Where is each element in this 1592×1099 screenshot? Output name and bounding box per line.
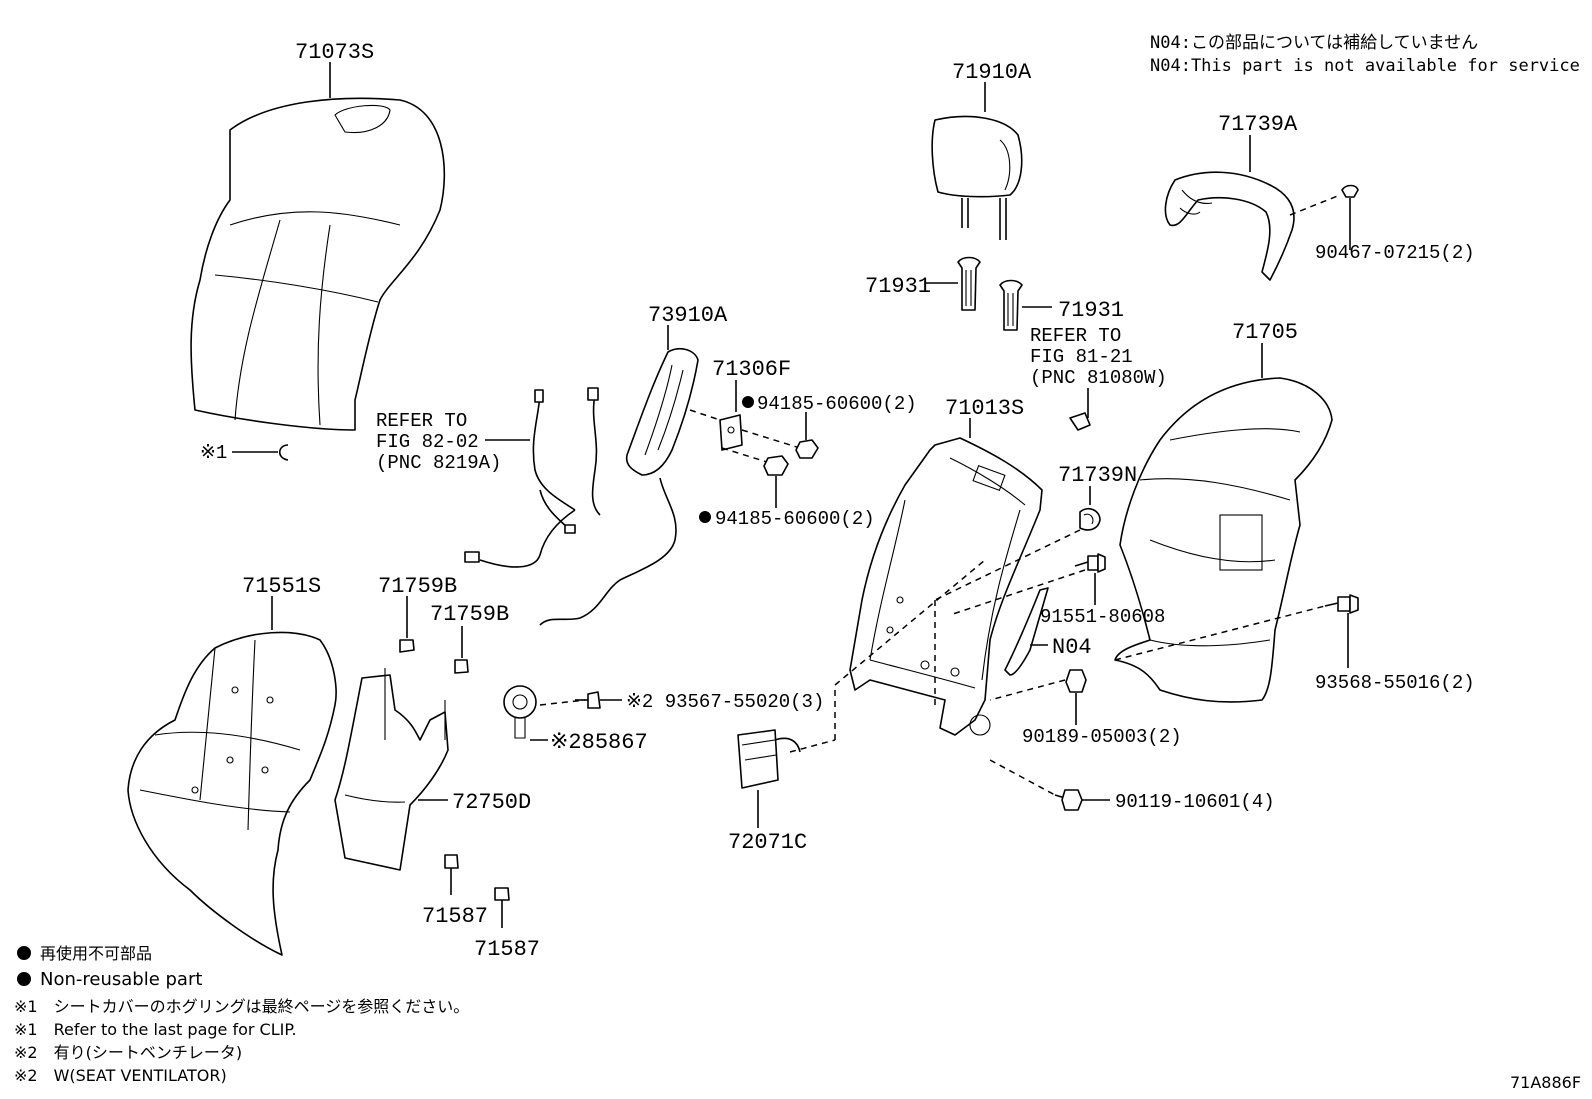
label-71587-left: 71587 — [422, 904, 488, 929]
hog-ring-clip-icon — [278, 444, 289, 461]
nonreusable-mark-upper — [742, 396, 754, 408]
bracket-71306F[interactable] — [719, 414, 743, 451]
nonreusable-mark-lower — [699, 511, 711, 523]
label-91551-80608: 91551-80608 — [1040, 606, 1165, 628]
label-72071C: 72071C — [728, 830, 807, 855]
label-71931-right: 71931 — [1058, 298, 1124, 323]
legend-note1-en: ※1 Refer to the last page for CLIP. — [14, 1020, 297, 1039]
label-73910A: 73910A — [648, 303, 728, 328]
label-clip-mark-1: ※1 — [200, 442, 227, 464]
label-90119-10601: 90119-10601(4) — [1115, 791, 1275, 813]
lumbar-motor-72071C[interactable] — [737, 729, 801, 789]
refer-fig82-line1: REFER TO — [376, 410, 467, 432]
label-71073S: 71073S — [295, 40, 374, 65]
legend-nonreusable-dot-en — [17, 972, 31, 986]
note-n04-jp: N04:この部品については補給していません — [1150, 33, 1478, 53]
label-72750D: 72750D — [452, 790, 531, 815]
legend-note2-en: ※2 W(SEAT VENTILATOR) — [14, 1066, 227, 1085]
label-93567-55020: ※2 93567-55020(3) — [626, 691, 824, 713]
refer-fig81-line3: (PNC 81080W) — [1030, 367, 1167, 389]
seatback-board-71705[interactable] — [1114, 377, 1333, 703]
label-71705: 71705 — [1232, 320, 1298, 345]
bolt-91551-80608[interactable] — [1074, 553, 1106, 573]
label-94185-60600-upper: 94185-60600(2) — [757, 393, 917, 415]
figure-id: 71A886F — [1510, 1073, 1581, 1092]
ventilator-fan-85867[interactable] — [503, 685, 537, 739]
legend-note1-jp: ※1 シートカバーのホグリングは最終ページを参照ください。 — [14, 997, 469, 1016]
label-71759B-left: 71759B — [378, 574, 457, 599]
screw-93568-55016[interactable] — [1324, 594, 1359, 614]
refer-fig82-line2: FIG 82-02 — [376, 431, 479, 453]
nut-90189-05003[interactable] — [1065, 669, 1087, 693]
label-71739A: 71739A — [1218, 112, 1298, 137]
headrest-71910A[interactable] — [931, 115, 1023, 240]
refer-fig82-line3: (PNC 8219A) — [376, 452, 501, 474]
back-panel-71551S[interactable] — [127, 631, 337, 956]
headrest-guide-71931-right[interactable] — [999, 279, 1023, 331]
label-71587-right: 71587 — [474, 937, 540, 962]
label-71910A: 71910A — [952, 60, 1032, 85]
label-71931-left: 71931 — [865, 274, 931, 299]
nut-94185-60600-upper[interactable] — [795, 439, 819, 459]
connector-81080W[interactable] — [1069, 412, 1091, 431]
clip-71587-left[interactable] — [444, 854, 459, 869]
clip-71739N[interactable] — [1079, 508, 1101, 531]
label-71739N: 71739N — [1058, 463, 1137, 488]
seatback-frame-71013S[interactable] — [849, 437, 1043, 736]
label-71013S: 71013S — [945, 396, 1024, 421]
legend-note2-jp: ※2 有り(シートベンチレータ) — [14, 1043, 242, 1062]
screw-93567-55020[interactable] — [575, 691, 601, 709]
refer-fig81-line2: FIG 81-21 — [1030, 346, 1133, 368]
nut-94185-60600-lower[interactable] — [763, 455, 789, 476]
clip-90467-07215[interactable] — [1341, 184, 1359, 198]
label-94185-60600-lower: 94185-60600(2) — [715, 508, 875, 530]
label-71551S: 71551S — [242, 574, 321, 599]
label-71306F: 71306F — [712, 357, 791, 382]
legend-nonreusable-en: Non-reusable part — [40, 969, 202, 990]
headrest-guide-71931-left[interactable] — [957, 256, 981, 311]
label-71759B-right: 71759B — [430, 602, 509, 627]
airbag-73910A[interactable] — [539, 348, 699, 626]
seatback-cover-71073S[interactable] — [190, 97, 446, 431]
shield-71739A[interactable] — [1164, 171, 1295, 281]
clip-71587-right[interactable] — [494, 887, 510, 901]
note-n04-en: N04:This part is not available for servi… — [1150, 56, 1580, 76]
cap-71759B-left[interactable] — [399, 639, 415, 653]
cap-71759B-right[interactable] — [454, 659, 469, 674]
mat-72750D[interactable] — [334, 668, 449, 871]
label-90467-07215: 90467-07215(2) — [1315, 242, 1475, 264]
bolt-90119-10601[interactable] — [1054, 789, 1083, 811]
refer-fig81-line1: REFER TO — [1030, 325, 1121, 347]
label-85867: ※285867 — [550, 730, 648, 755]
label-N04: N04 — [1052, 635, 1092, 660]
legend-nonreusable-jp: 再使用不可部品 — [40, 944, 152, 963]
label-90189-05003: 90189-05003(2) — [1022, 726, 1182, 748]
wire-harness-8219A[interactable] — [464, 387, 601, 568]
label-93568-55016: 93568-55016(2) — [1315, 672, 1475, 694]
legend-nonreusable-dot-jp — [17, 946, 31, 960]
bracket-N04[interactable] — [1004, 587, 1049, 676]
